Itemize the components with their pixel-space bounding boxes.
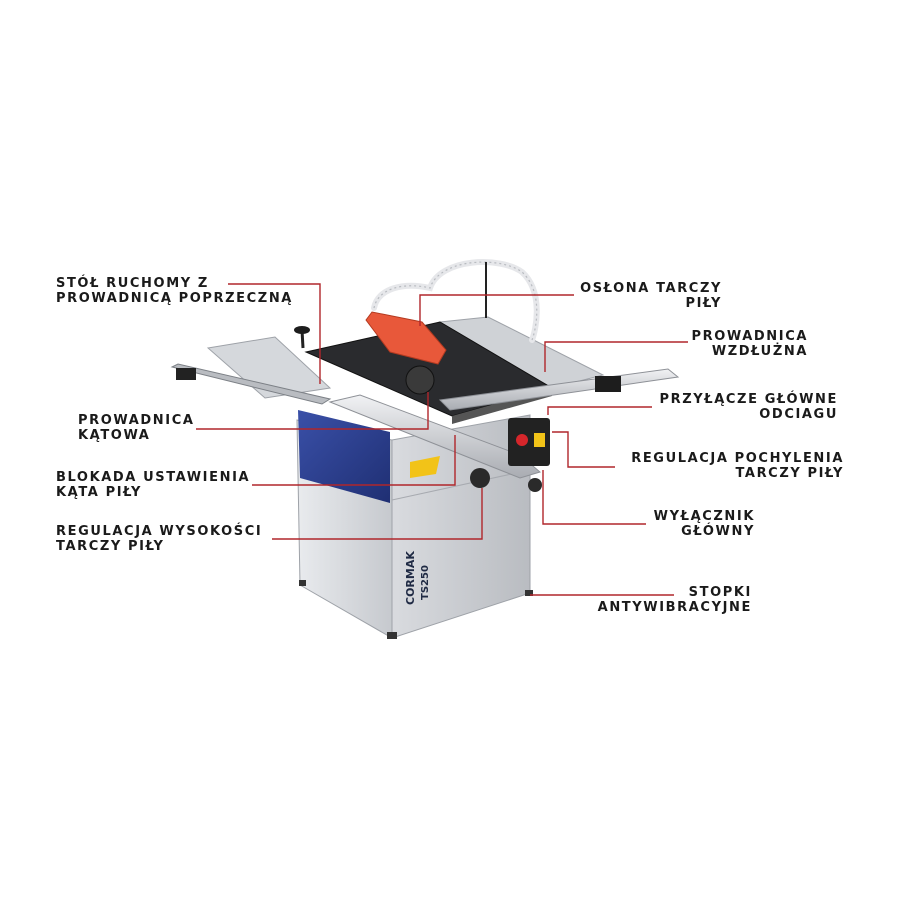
blue-panel (298, 410, 390, 503)
label-line: OSŁONA TARCZY (580, 281, 722, 296)
label-line: PROWADNICA (78, 413, 195, 428)
leader-angle-lock (252, 435, 456, 486)
label-line: TARCZY PIŁY (56, 539, 165, 554)
leader-height-adjust (272, 488, 483, 540)
label-line: STOPKI (688, 585, 752, 600)
miter-gauge (405, 365, 435, 395)
leader-sliding-table (228, 283, 321, 384)
label-line: WYŁĄCZNIK (653, 509, 755, 524)
label-line: STÓŁ RUCHOMY Z (56, 276, 209, 291)
model-logo: TS250 (420, 565, 431, 600)
label-line: ODCIAGU (759, 407, 838, 422)
label-rip-fence: PROWADNICA WZDŁUŻNA (691, 329, 808, 359)
rip-fence-clamp (595, 376, 621, 392)
label-line: REGULACJA POCHYLENIA (631, 451, 844, 466)
fence-clamp (176, 368, 196, 380)
label-blade-guard: OSŁONA TARCZY PIŁY (580, 281, 722, 311)
leader-lines (196, 283, 688, 596)
label-line: GŁÓWNY (681, 524, 755, 539)
label-angle-lock: BLOKADA USTAWIENIA KĄTA PIŁY (56, 470, 250, 500)
label-line: BLOKADA USTAWIENIA (56, 470, 251, 485)
tilt-handwheel (528, 478, 542, 492)
label-main-switch: WYŁĄCZNIK GŁÓWNY (654, 509, 755, 539)
label-line: PROWADNICA (691, 329, 808, 344)
label-tilt-adjust: REGULACJA POCHYLENIA TARCZY PIŁY (631, 451, 844, 481)
blade-guard (365, 311, 447, 365)
foot (387, 632, 397, 639)
label-dust-port: PRZYŁĄCZE GŁÓWNE ODCIAGU (660, 392, 838, 422)
leader-blade-guard (419, 294, 574, 326)
label-height-adjust: REGULACJA WYSOKOŚCI TARCZY PIŁY (56, 524, 262, 554)
brand-logo: CORMAK (404, 551, 417, 605)
leader-main-switch (542, 470, 646, 525)
foot (525, 590, 533, 596)
foot (299, 580, 306, 586)
label-line: PRZYŁĄCZE GŁÓWNE (659, 392, 838, 407)
sliding-rail (328, 394, 542, 479)
label-line: KĄTA PIŁY (56, 485, 143, 500)
table-saw-machine: CORMAK TS250 (170, 259, 680, 639)
leader-dust-port (547, 406, 652, 415)
label-line: PROWADNICĄ POPRZECZNĄ (56, 291, 293, 306)
label-line: ANTYWIBRACYJNE (597, 600, 752, 615)
label-line: WZDŁUŻNA (711, 344, 808, 359)
leader-rip-fence (544, 341, 688, 372)
leader-miter-fence (196, 392, 429, 430)
warning-sticker (410, 456, 440, 478)
label-line: KĄTOWA (78, 428, 151, 443)
miter-fence (170, 363, 332, 405)
label-sliding-table: STÓŁ RUCHOMY Z PROWADNICĄ POPRZECZNĄ (56, 276, 293, 306)
height-handwheel (470, 468, 490, 488)
label-line: TARCZY PIŁY (735, 466, 844, 481)
label-miter-fence: PROWADNICA KĄTOWA (78, 413, 195, 443)
label-line: PIŁY (685, 296, 722, 311)
label-feet: STOPKI ANTYWIBRACYJNE (598, 585, 752, 615)
leader-tilt-adjust (552, 431, 615, 468)
main-switch-box (508, 418, 550, 466)
label-line: REGULACJA WYSOKOŚCI (56, 524, 263, 539)
